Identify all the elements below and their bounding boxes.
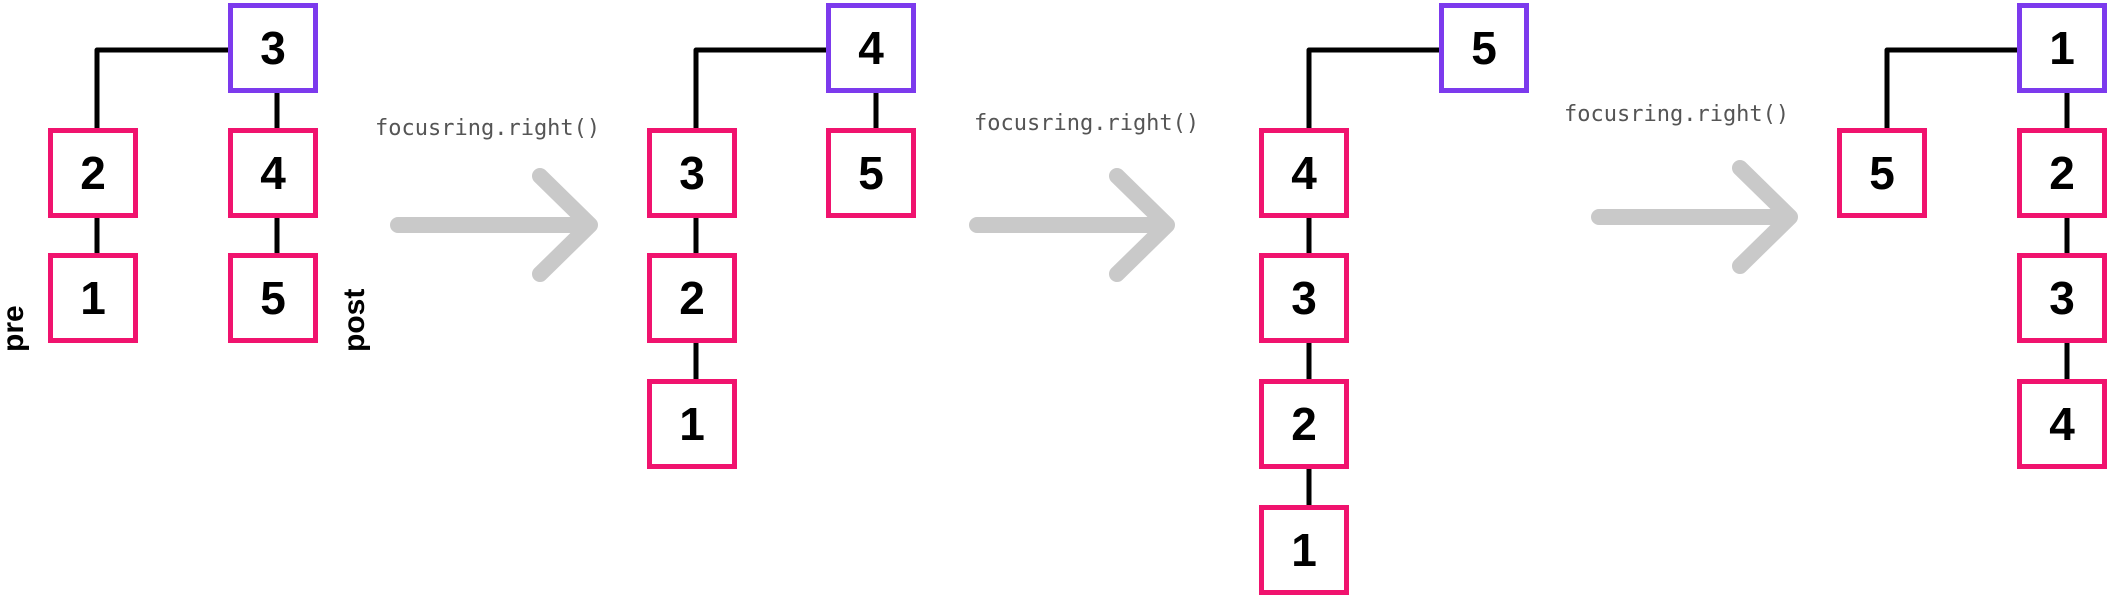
focus-node: 1 — [2017, 3, 2107, 93]
focus-node: 5 — [1439, 3, 1529, 93]
pre-node: 1 — [48, 253, 138, 343]
pre-node: 1 — [647, 379, 737, 469]
focus-node: 4 — [826, 3, 916, 93]
right-arrow — [1591, 160, 1798, 274]
post-node: 5 — [228, 253, 318, 343]
pre-node: 3 — [647, 128, 737, 218]
post-node: 3 — [2017, 253, 2107, 343]
pre-node: 5 — [1837, 128, 1927, 218]
pre-label: pre — [0, 305, 30, 352]
post-node: 4 — [2017, 379, 2107, 469]
connector-line — [94, 47, 231, 131]
operation-label: focusring.right() — [974, 111, 1200, 136]
post-node: 2 — [2017, 128, 2107, 218]
pre-node: 2 — [48, 128, 138, 218]
focus-node: 3 — [228, 3, 318, 93]
connector-line — [1306, 47, 1442, 131]
connector-line — [693, 47, 829, 131]
connector-line — [1884, 47, 2020, 131]
operation-label: focusring.right() — [1564, 102, 1790, 127]
pre-node: 1 — [1259, 505, 1349, 595]
pre-node: 2 — [647, 253, 737, 343]
post-node: 4 — [228, 128, 318, 218]
pre-node: 3 — [1259, 253, 1349, 343]
pre-node: 4 — [1259, 128, 1349, 218]
post-label: post — [338, 288, 371, 352]
post-node: 5 — [826, 128, 916, 218]
operation-label: focusring.right() — [375, 116, 601, 141]
right-arrow — [969, 168, 1175, 282]
pre-node: 2 — [1259, 379, 1349, 469]
right-arrow — [390, 168, 598, 282]
